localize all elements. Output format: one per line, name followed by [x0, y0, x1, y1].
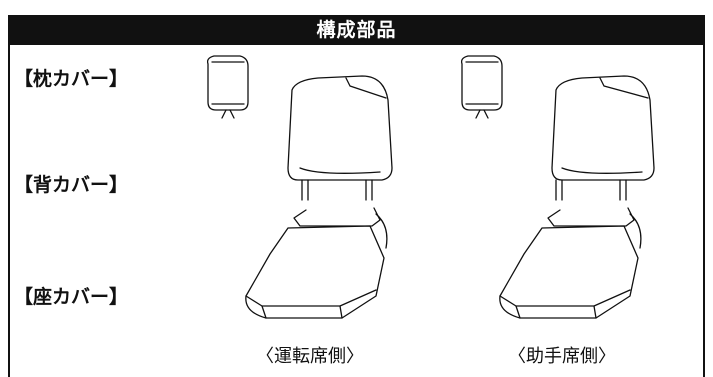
section-header: 構成部品: [8, 15, 705, 45]
seat-cover-label: 【座カバー】: [14, 286, 129, 308]
pillow-cover-label: 【枕カバー】: [14, 68, 129, 90]
passenger-seat-caption: 〈助手席側〉: [508, 346, 616, 367]
passenger-seat-illustration: [499, 75, 655, 319]
passenger-headrest-cover-illustration: [460, 55, 503, 119]
driver-seat-illustration: [245, 75, 393, 319]
frame-left-border: [8, 45, 10, 377]
driver-seat-caption: 〈運転席側〉: [256, 346, 364, 367]
frame-right-border: [703, 45, 705, 377]
back-cover-label: 【背カバー】: [14, 174, 129, 196]
driver-headrest-cover-illustration: [206, 55, 249, 119]
section-title: 構成部品: [316, 19, 397, 41]
